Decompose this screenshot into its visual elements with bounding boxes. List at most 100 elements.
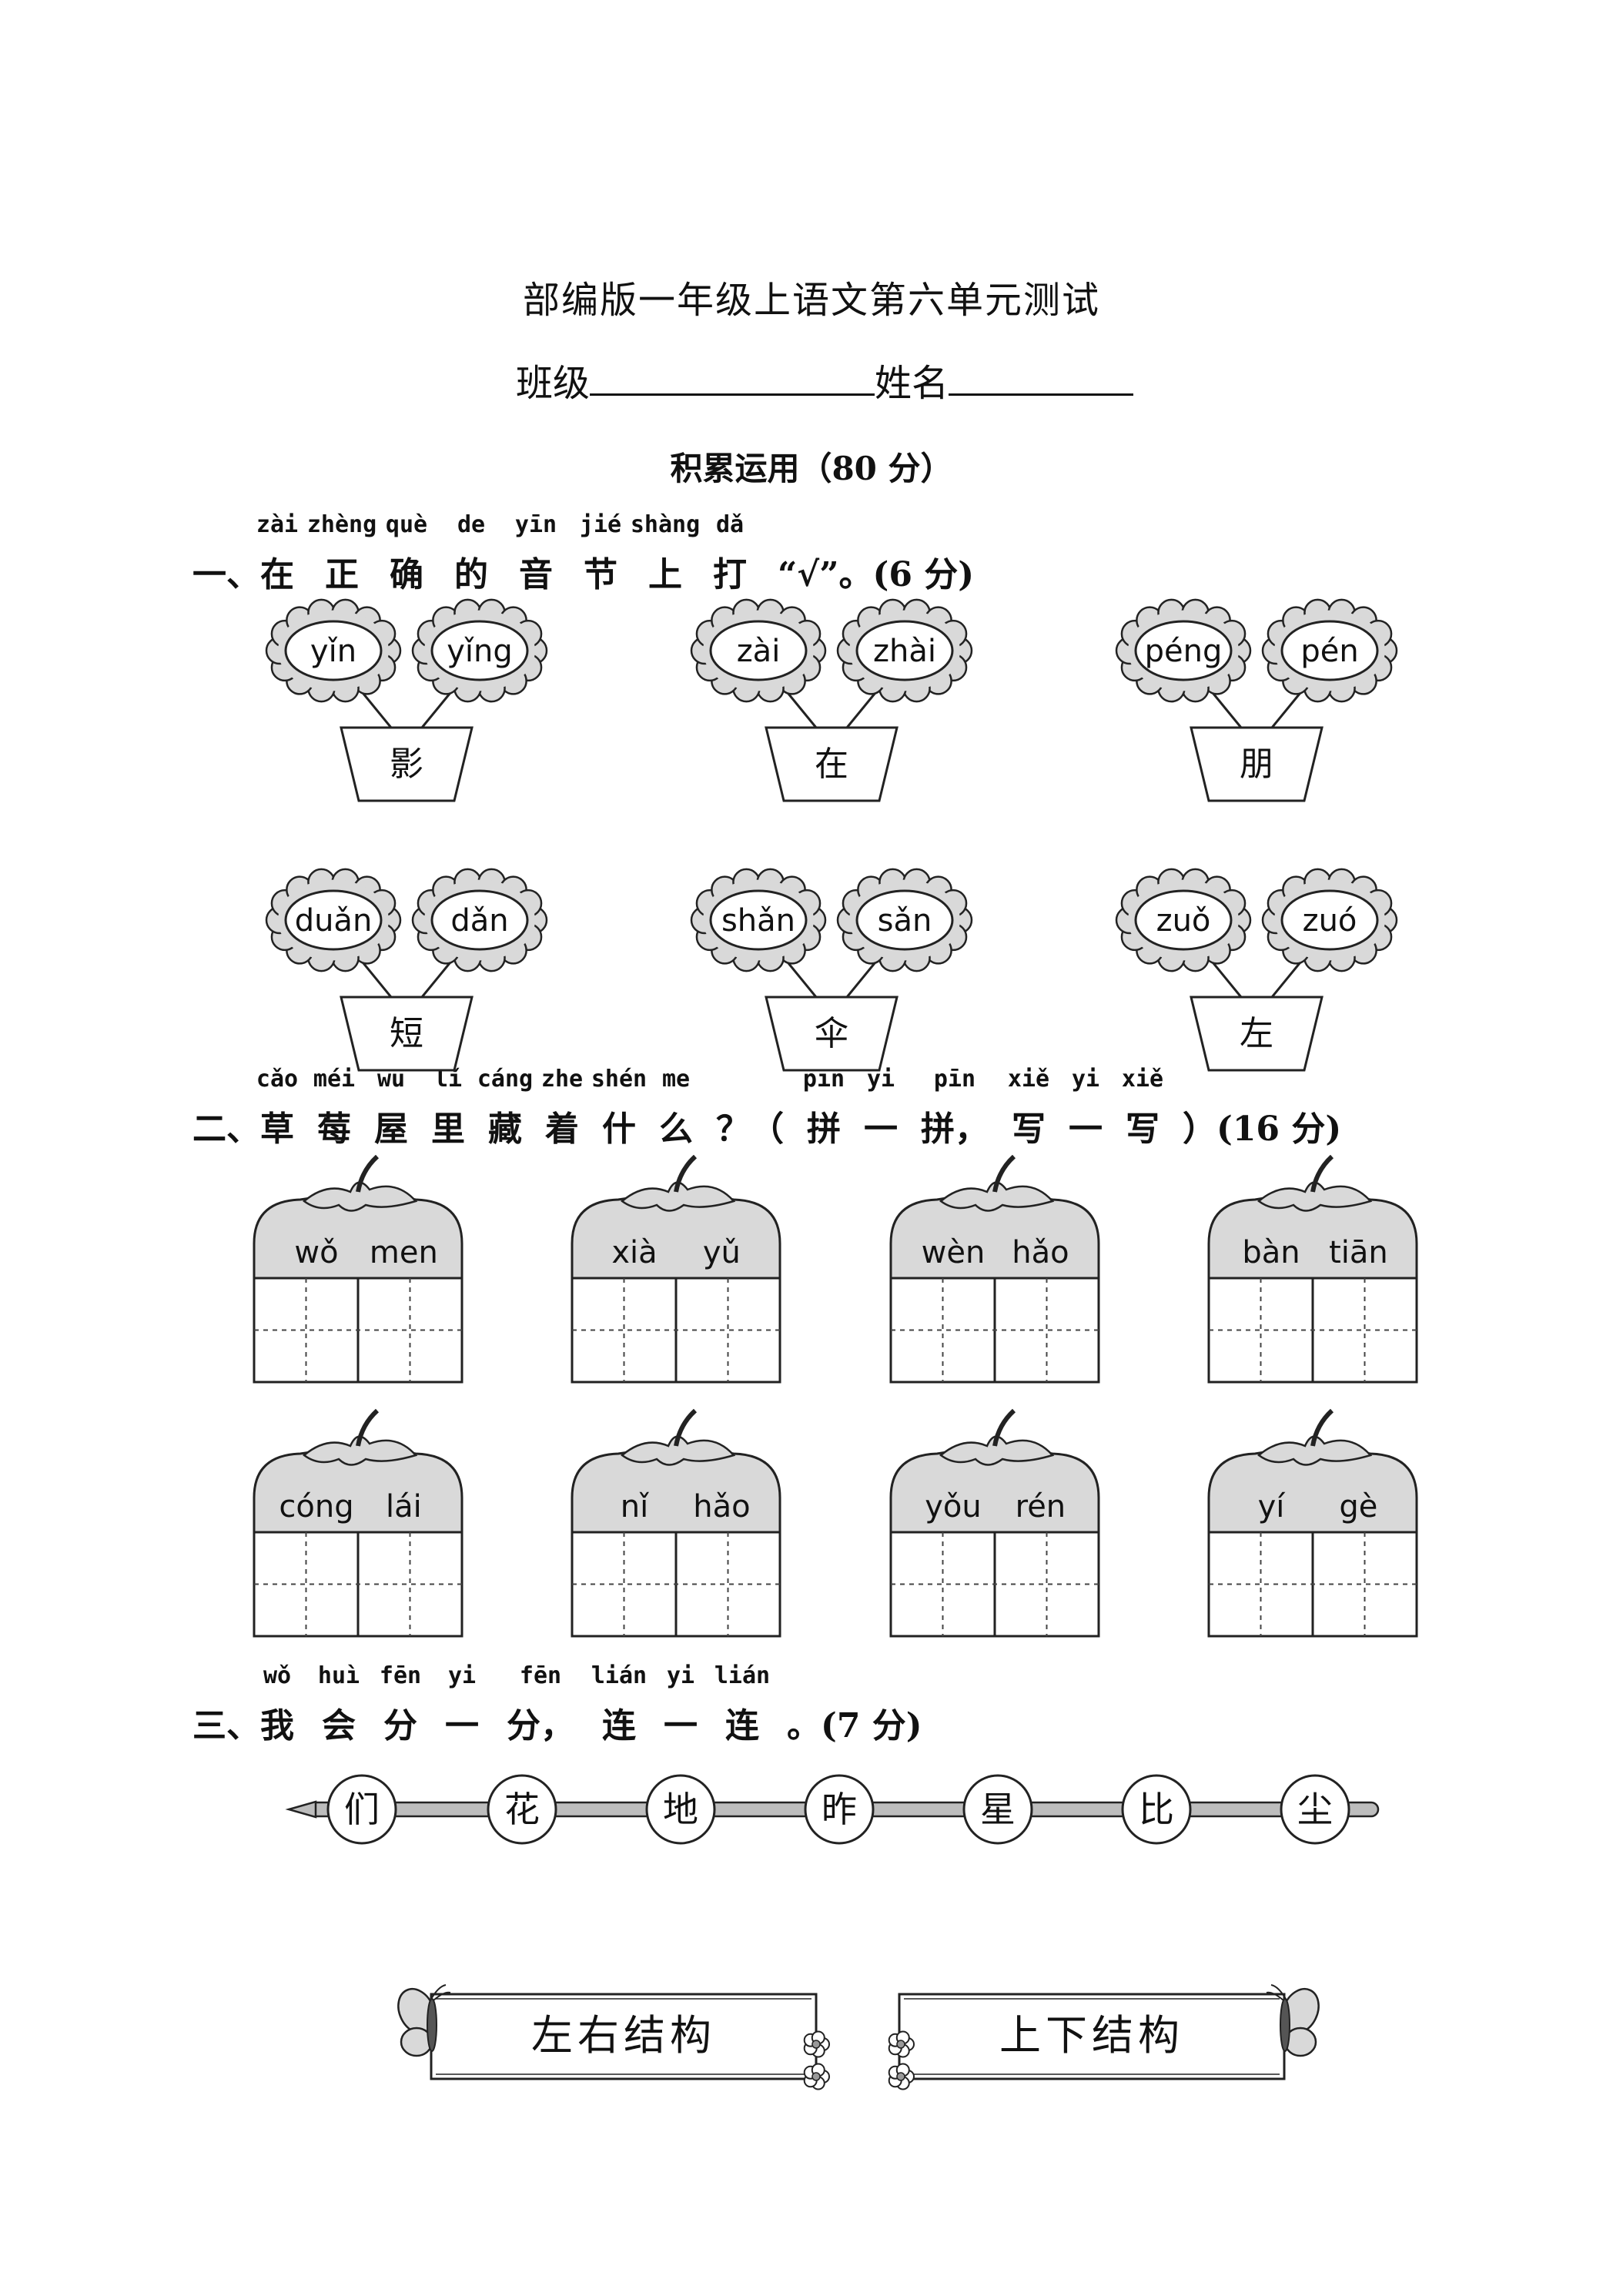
flower-right[interactable]: zuó — [1261, 868, 1398, 972]
pinyin-option: zhài — [873, 634, 936, 669]
strawberry-house: xià yǔ — [571, 1155, 781, 1384]
question-1-pinyin: dǎ — [715, 511, 745, 538]
flower-left[interactable]: péng — [1115, 598, 1252, 703]
question-1-pinyin: shàng — [630, 511, 701, 538]
pinyin-option: zuǒ — [1156, 903, 1211, 939]
question-3-pinyin: fēn — [379, 1662, 422, 1689]
bead[interactable]: 比 — [1121, 1774, 1192, 1845]
question-2-pinyin: pīn — [933, 1066, 976, 1093]
banner-label: 左右结构 — [531, 2011, 716, 2060]
flower-left[interactable]: yǐn — [265, 598, 402, 703]
flower-right[interactable]: yǐng — [411, 598, 548, 703]
bead[interactable]: 地 — [645, 1774, 716, 1845]
bead-character: 尘 — [1297, 1789, 1333, 1830]
word-pinyin-2: men — [370, 1235, 438, 1270]
word-pinyin-2: gè — [1339, 1489, 1377, 1525]
question-1-pinyin: zài — [256, 511, 299, 538]
strawberry-leaves — [302, 1181, 418, 1212]
bead-character: 比 — [1139, 1789, 1174, 1830]
question-3-pinyin: fēn — [519, 1662, 562, 1689]
flower-right[interactable]: sǎn — [836, 868, 973, 972]
question-1-pinyin: de — [457, 511, 486, 538]
flower-left[interactable]: zài — [690, 598, 827, 703]
banner-top-bottom-structure[interactable]: 上下结构 — [898, 1993, 1286, 2080]
question-2-pinyin: cǎo — [256, 1066, 299, 1093]
flower-right[interactable]: dǎn — [411, 868, 548, 972]
class-blank[interactable] — [590, 363, 875, 396]
strawberry-stem — [356, 1408, 380, 1447]
question-2-char: 拼，pīn — [921, 1066, 989, 1149]
strawberry-stem — [1310, 1408, 1334, 1447]
flower-left[interactable]: shǎn — [690, 868, 827, 972]
question-2-pinyin: xiě — [1007, 1066, 1050, 1093]
butterfly-icon — [397, 1984, 451, 2057]
strawberry-leaves — [1257, 1181, 1373, 1212]
flower-right[interactable]: zhài — [836, 598, 973, 703]
word-pinyin-1: xià — [611, 1235, 657, 1270]
pinyin-option: pén — [1300, 634, 1358, 669]
pot — [1190, 996, 1323, 1072]
question-2-tail: ）(16 分) — [1183, 1110, 1342, 1149]
flower-right[interactable]: pén — [1261, 598, 1398, 703]
pot — [340, 996, 474, 1072]
pinyin-option: zài — [737, 634, 781, 669]
word-pinyin-1: wèn — [922, 1235, 986, 1270]
flower-pot-item: zuǒ zuó 左 — [1115, 868, 1398, 1072]
butterfly-icon — [1266, 1984, 1320, 2057]
pot-character: 在 — [815, 745, 848, 784]
bead[interactable]: 们 — [326, 1774, 397, 1845]
word-pinyin-2: hǎo — [1012, 1235, 1069, 1270]
bead[interactable]: 花 — [487, 1774, 557, 1845]
pot-character: 左 — [1240, 1014, 1273, 1053]
banner-left-right-structure[interactable]: 左右结构 — [430, 1993, 818, 2080]
question-2-number: 二、 — [192, 1110, 260, 1149]
pot — [340, 726, 474, 802]
strawberry-leaves — [302, 1435, 418, 1466]
name-blank[interactable] — [949, 363, 1134, 396]
word-pinyin-1: cóng — [279, 1489, 353, 1525]
question-1-pinyin: jié — [579, 511, 622, 538]
question-3-pinyin: wǒ — [263, 1662, 292, 1689]
word-pinyin-2: hǎo — [693, 1489, 750, 1525]
question-1-number: 一、 — [192, 555, 260, 594]
bead[interactable]: 星 — [962, 1774, 1033, 1845]
word-pinyin-2: yǔ — [703, 1235, 741, 1270]
question-1-pinyin: zhèng — [306, 511, 377, 538]
question-2-pinyin: me — [661, 1066, 691, 1093]
section-title: 积累运用（80 分） — [670, 450, 953, 487]
flower-left[interactable]: duǎn — [265, 868, 402, 972]
flower-left[interactable]: zuǒ — [1115, 868, 1252, 972]
question-3-pinyin: lián — [591, 1662, 648, 1689]
question-3-pinyin: yi — [447, 1662, 477, 1689]
class-label: 班级 — [516, 362, 591, 405]
bead[interactable]: 昨 — [804, 1774, 875, 1845]
question-2-pinyin: cáng — [477, 1066, 534, 1093]
bead[interactable]: 尘 — [1280, 1774, 1350, 1845]
question-3-pinyin: huì — [317, 1662, 360, 1689]
